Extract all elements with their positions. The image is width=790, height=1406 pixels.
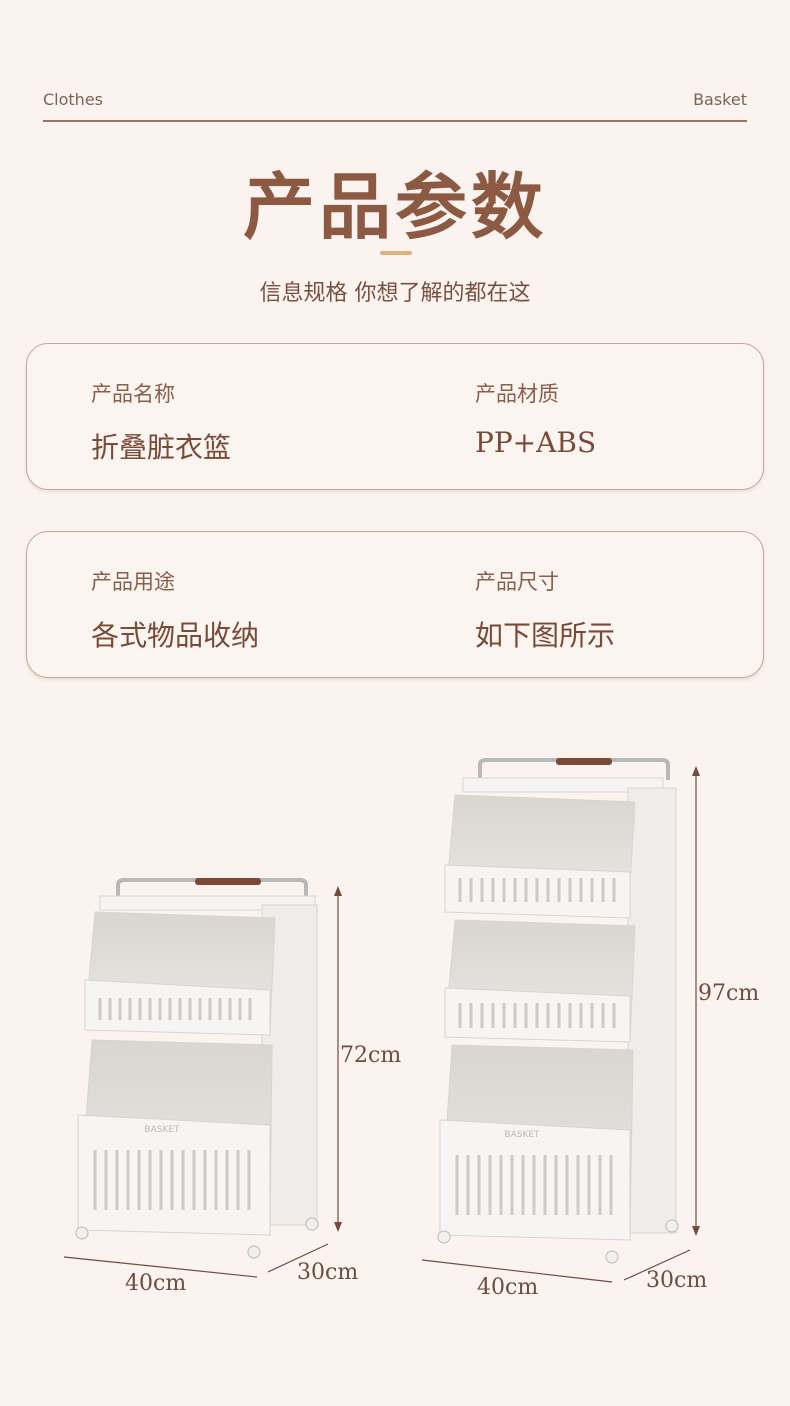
large-depth-label: 30cm [646,1268,707,1293]
header-rule: Clothes Basket [43,88,747,122]
product-dimension-illustration: BASKET 72cm 40cm 30cm [63,758,759,1300]
page-subtitle: 信息规格 你想了解的都在这 [259,281,531,306]
small-basket: BASKET 72cm 40cm 30cm [63,878,401,1296]
large-basket-logo: BASKET [504,1130,540,1140]
spec-card-1: 产品名称 折叠脏衣篮 产品材质 PP+ABS [26,343,764,490]
header-left-text: Clothes [43,90,103,109]
spec-value-material: PP+ABS [475,426,597,459]
large-height-label: 97cm [698,981,759,1006]
spec-card-2: 产品用途 各式物品收纳 产品尺寸 如下图所示 [26,531,764,678]
title-underline [380,251,412,255]
page-title: 产品参数 [242,164,547,249]
spec-value-usage: 各式物品收纳 [91,619,260,652]
small-basket-logo: BASKET [144,1125,180,1135]
small-width-label: 40cm [125,1271,186,1296]
large-width-label: 40cm [477,1275,538,1300]
spec-value-size: 如下图所示 [475,619,616,652]
small-depth-label: 30cm [297,1260,358,1285]
spec-label-size: 产品尺寸 [475,570,559,594]
spec-label-name: 产品名称 [91,382,175,406]
small-height-label: 72cm [340,1043,401,1068]
spec-label-usage: 产品用途 [91,570,175,594]
header-right-text: Basket [693,90,747,109]
spec-value-name: 折叠脏衣篮 [91,431,232,464]
large-basket: BASKET 97cm 40cm 30cm [421,758,759,1300]
spec-label-material: 产品材质 [475,382,559,406]
